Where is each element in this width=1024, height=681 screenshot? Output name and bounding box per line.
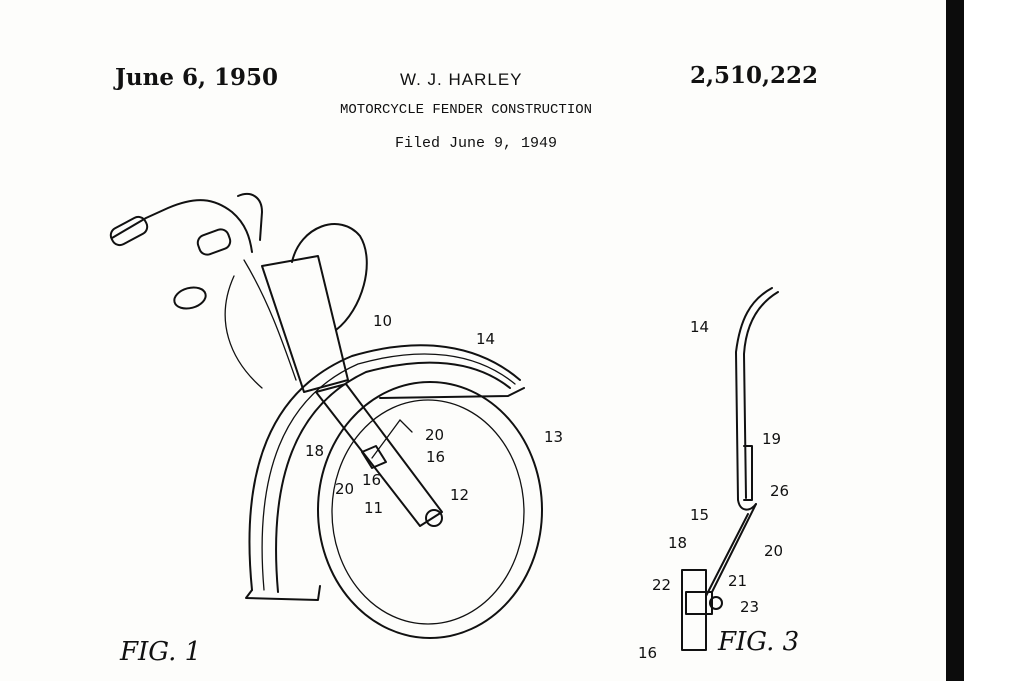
fender-brace [371, 419, 413, 459]
ref-14-fig3: 14 [690, 318, 709, 336]
inventor-name: W. J. HARLEY [400, 70, 523, 89]
ref-14: 14 [476, 330, 495, 348]
ref-13: 13 [544, 428, 563, 446]
brake-cable [243, 259, 297, 381]
ref-20-upper: 20 [425, 426, 444, 444]
handlebar-grip-left [109, 215, 149, 247]
patent-title: MOTORCYCLE FENDER CONSTRUCTION [340, 102, 593, 118]
ref-22: 22 [652, 576, 671, 594]
figure-3-drawing: 14 19 26 15 18 20 22 21 23 16 FIG. 3 [638, 287, 799, 662]
patent-sheet [0, 0, 946, 681]
handlebar-right-rise [237, 193, 263, 241]
brace-arm-inner [705, 513, 749, 597]
ref-12: 12 [450, 486, 469, 504]
tire-outer [317, 381, 543, 639]
ref-16-lower: 16 [362, 471, 381, 489]
ref-20-fig3: 20 [764, 542, 783, 560]
ref-16-upper: 16 [426, 448, 445, 466]
bolt-head-23 [709, 596, 723, 610]
fig-1-caption: FIG. 1 [119, 637, 201, 667]
clamp-bracket [361, 445, 387, 469]
fender-section-inner [743, 291, 779, 499]
fender-inner-edge [275, 361, 511, 593]
patent-number: 2,510,222 [690, 62, 819, 89]
fender-section-outer [735, 287, 773, 511]
fork-member-16 [681, 569, 707, 651]
right-margin [964, 0, 1024, 681]
fig-3-caption: FIG. 3 [717, 627, 799, 657]
ref-19: 19 [762, 430, 781, 448]
fender-stay [379, 387, 525, 399]
control-cable [224, 275, 263, 389]
fender-crown-line [261, 353, 516, 591]
brace-arm-outer [711, 503, 757, 593]
handlebar-grip-right [196, 228, 232, 256]
fork-lower-slider [315, 383, 443, 527]
clamp-block-21 [685, 591, 713, 615]
fender-outer-edge [248, 344, 521, 591]
ref-20-lower: 20 [335, 480, 354, 498]
ref-23: 23 [740, 598, 759, 616]
ref-18: 18 [305, 442, 324, 460]
axle-nut [425, 509, 443, 527]
fork-upper-tube [261, 255, 349, 393]
ref-26: 26 [770, 482, 789, 500]
ref-16-fig3: 16 [638, 644, 657, 662]
ref-21: 21 [728, 572, 747, 590]
figure-1-drawing: 10 14 13 20 16 18 20 16 11 12 FIG. 1 [109, 193, 563, 667]
tire-inner [331, 399, 525, 625]
ref-10: 10 [373, 312, 392, 330]
ref-15: 15 [690, 506, 709, 524]
mirror [173, 286, 207, 310]
ref-11: 11 [364, 499, 383, 517]
headlight [291, 223, 368, 331]
filing-date: Filed June 9, 1949 [395, 135, 558, 152]
patent-date: June 6, 1950 [115, 64, 278, 91]
handlebar-left [111, 199, 253, 253]
fender-tail [245, 585, 321, 601]
ref-18-fig3: 18 [668, 534, 687, 552]
scan-edge-bar [946, 0, 964, 681]
reinforcement-19 [743, 445, 753, 501]
